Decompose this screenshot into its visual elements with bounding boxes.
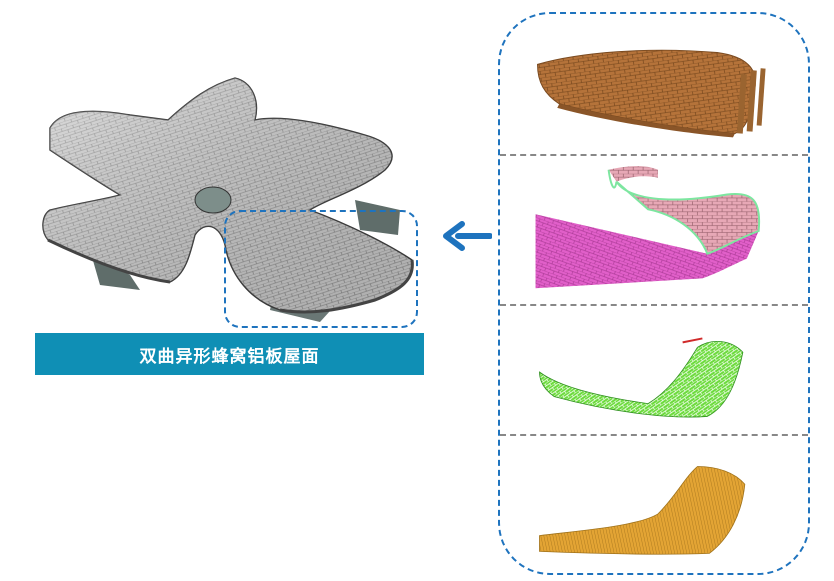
main-roof-model bbox=[42, 77, 414, 322]
panel-divider bbox=[500, 154, 808, 156]
panel-divider bbox=[500, 434, 808, 436]
yellow-panel-view bbox=[539, 466, 746, 555]
left-arrow-icon bbox=[443, 221, 492, 251]
green-panel-view bbox=[539, 337, 744, 418]
detail-highlight-box bbox=[224, 210, 418, 328]
caption-bar: 双曲异形蜂窝铝板屋面 bbox=[35, 333, 424, 375]
roof-oculus bbox=[194, 186, 232, 214]
caption-text: 双曲异形蜂窝铝板屋面 bbox=[139, 346, 320, 367]
panel-divider bbox=[500, 304, 808, 306]
detail-panel bbox=[498, 12, 810, 575]
pink-panel-view bbox=[535, 166, 761, 289]
orange-panel-view bbox=[537, 49, 766, 138]
